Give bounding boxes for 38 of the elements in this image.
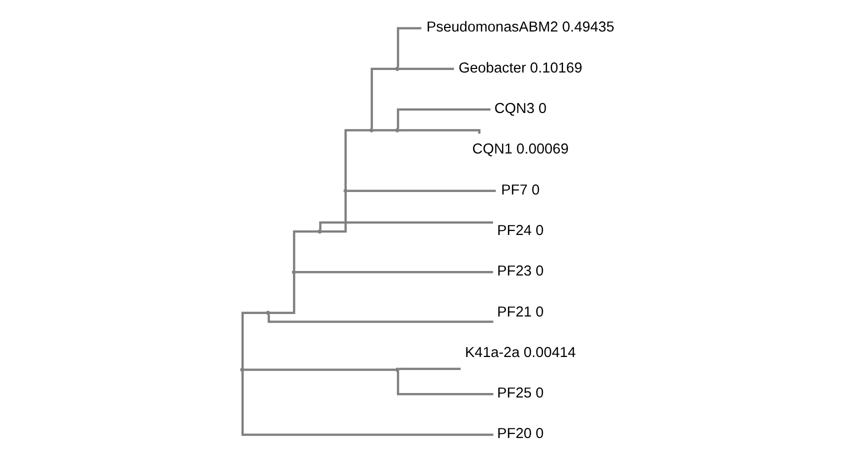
node-text: PF20 0 bbox=[497, 426, 544, 442]
node-point bbox=[292, 270, 296, 274]
node-text: CQN3 0 bbox=[494, 100, 547, 117]
node-text: K41a-2a 0.00414 bbox=[465, 344, 576, 361]
node-point bbox=[369, 128, 374, 132]
connector bbox=[268, 314, 494, 323]
connector bbox=[241, 371, 494, 436]
connector bbox=[296, 271, 494, 274]
node-point bbox=[318, 229, 322, 234]
connector bbox=[344, 129, 370, 190]
node-text: PF23 0 bbox=[497, 264, 544, 280]
connector bbox=[292, 230, 318, 270]
node-point bbox=[395, 66, 400, 71]
connector bbox=[396, 108, 490, 129]
node-text: Geobacter 0.10169 bbox=[458, 60, 582, 76]
connector bbox=[244, 368, 396, 371]
node-text: PseudomonasABM2 0.49435 bbox=[426, 20, 614, 36]
connector bbox=[319, 221, 494, 230]
connector bbox=[373, 129, 396, 132]
connector bbox=[241, 312, 266, 368]
node-text: PF24 0 bbox=[497, 222, 544, 239]
node-point bbox=[266, 310, 270, 315]
connector bbox=[370, 68, 396, 129]
node-point bbox=[344, 188, 348, 193]
connector bbox=[399, 68, 454, 70]
node-text: CQN1 0.00069 bbox=[472, 142, 569, 158]
node-point bbox=[240, 368, 244, 372]
node-text: PF21 0 bbox=[497, 304, 544, 320]
connector bbox=[396, 371, 494, 396]
node-point bbox=[395, 368, 400, 372]
connector bbox=[396, 27, 422, 68]
connector bbox=[399, 368, 461, 370]
node-text: PF25 0 bbox=[497, 386, 544, 402]
connector bbox=[270, 274, 296, 314]
node-point bbox=[395, 128, 400, 132]
connector bbox=[348, 190, 496, 192]
connector bbox=[321, 192, 347, 233]
node-text: PF7 0 bbox=[501, 182, 540, 198]
